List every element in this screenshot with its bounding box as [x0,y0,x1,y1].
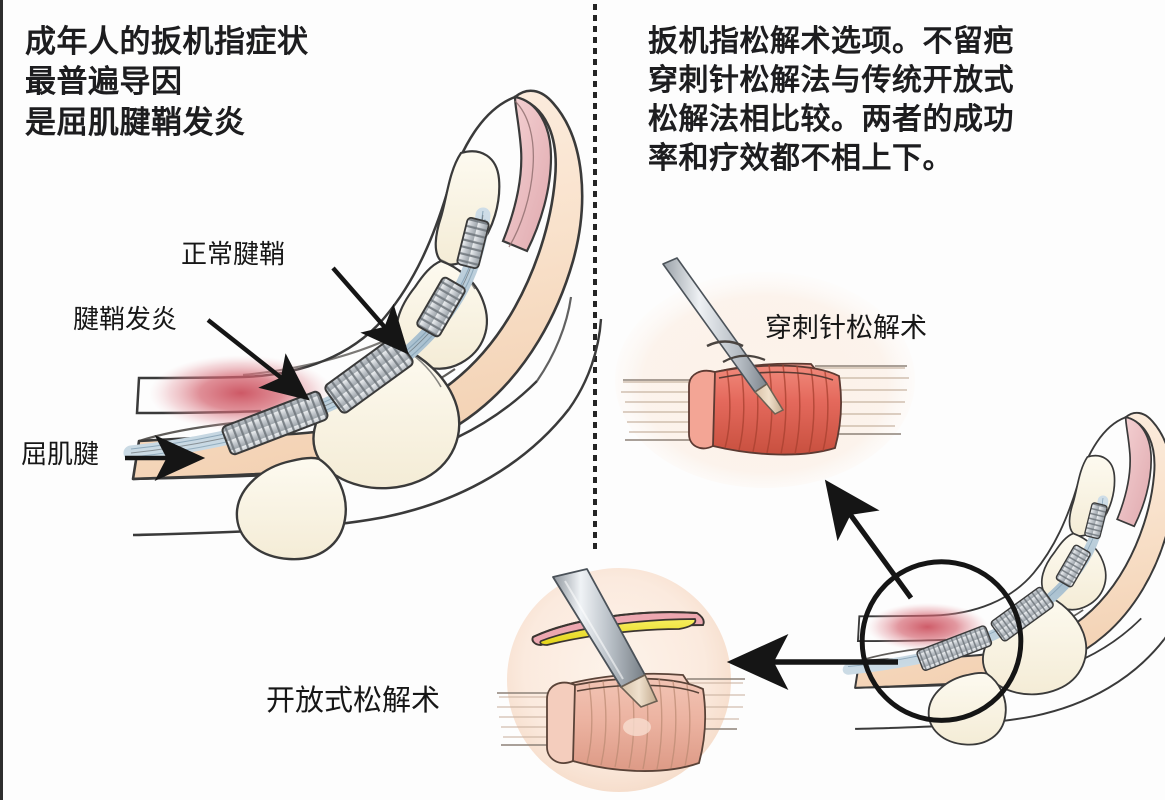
tendon-pulleys-right [916,502,1108,671]
fingertip-and-nail [501,95,553,253]
open-release-inset-illustration [497,568,745,792]
label-flexor-tendon: 屈肌腱 [21,439,100,469]
label-normal-sheath: 正常腱鞘 [181,239,286,269]
left-panel-title: 成年人的扳机指症状 最普遍导因 是屈肌腱鞘发炎 [25,24,309,140]
tendon-sheath-cylinder-open [497,672,745,772]
circle-callout-icon [859,559,1024,723]
label-inflamed-sheath: 腱鞘发炎 [73,304,178,334]
fingertip-and-nail-right [1116,416,1153,528]
tendon-pulleys [221,217,490,456]
arrow-to-inflamed-sheath [206,318,310,401]
right-panel-title: 扳机指松解术选项。不留疤 穿刺针松解法与传统开放式 松解法相比较。两者的成功 率… [648,25,1014,175]
needle-release-inset-illustration [615,257,915,488]
right-connector-arrows [726,479,914,690]
label-needle-release: 穿刺针松解术 [765,313,927,343]
scalpel-icon [552,568,659,708]
left-label-arrows [125,266,409,481]
arrow-to-needle-inset [824,479,914,600]
right-finger-anatomy-illustration [842,411,1165,746]
needle-icon [662,257,785,415]
arrow-to-normal-sheath [331,266,409,355]
panel-divider [593,4,597,552]
label-open-release: 开放式松解术 [266,685,441,717]
